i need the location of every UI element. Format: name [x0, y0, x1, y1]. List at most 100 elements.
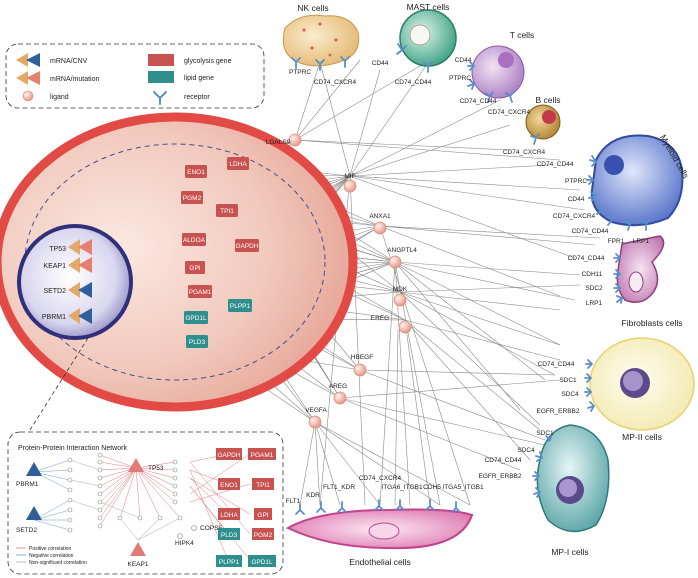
- ppi-gene-eno1[interactable]: ENO1: [218, 478, 240, 490]
- tumor-gene-tp53[interactable]: TP53: [49, 239, 92, 255]
- ppi-label: PBRM1: [16, 481, 39, 488]
- gene-label: LDHA: [229, 161, 247, 168]
- ligand-areg[interactable]: AREG: [329, 383, 347, 405]
- receptor-label: KDR: [306, 492, 320, 499]
- receptor-label: CD44: [455, 57, 472, 64]
- legend-label: ligand: [50, 94, 69, 101]
- ppi-label: PLPP1: [219, 559, 240, 566]
- legend-item-mrna-cnv: mRNA/CNV: [16, 53, 88, 67]
- myeloid-cell[interactable]: Myeloid cells: [590, 133, 691, 227]
- legend-label: glycolysis gene: [184, 58, 232, 65]
- ppi-label: GAPDH: [217, 452, 240, 459]
- endothelial-cell[interactable]: Endothelial cells: [285, 508, 474, 567]
- legend-label: mRNA/CNV: [50, 58, 88, 65]
- ppi-label: COPS5: [200, 525, 222, 532]
- cell-label: MP-I cells: [551, 547, 588, 557]
- ligand-vegfa[interactable]: VEGFA: [305, 407, 327, 429]
- mast-cell[interactable]: MAST cells: [399, 2, 457, 67]
- legend-item-mrna-mutation: mRNA/mutation: [16, 71, 100, 85]
- gene-ldha[interactable]: LDHA: [227, 157, 249, 170]
- ppi-gene-ldha[interactable]: LDHA: [218, 508, 240, 520]
- ppi-gene-tpi1[interactable]: TPI1: [252, 478, 274, 490]
- ppi-node-keap1[interactable]: KEAP1: [128, 542, 149, 568]
- ppi-gene-pgam1[interactable]: PGAM1: [248, 448, 276, 460]
- ppi-legend-label: Negative correlation: [29, 553, 74, 559]
- ppi-gene-pgm2[interactable]: PGM2: [252, 528, 274, 540]
- ppi-edges: [33, 453, 251, 561]
- ligand-label: AREG: [329, 383, 347, 390]
- mp2-cell[interactable]: MP-II cells: [589, 337, 695, 442]
- receptor-label: CD74_CD44: [568, 255, 605, 262]
- gene-label: PGAM1: [189, 289, 212, 296]
- gene-pgm2[interactable]: PGM2: [181, 191, 203, 204]
- gene-label: GAPDH: [235, 243, 258, 250]
- ppi-node-setd2[interactable]: SETD2: [16, 506, 42, 534]
- ppi-gene-gpi[interactable]: GPI: [254, 508, 272, 520]
- ppi-node-hipk4[interactable]: HIPK4: [175, 533, 194, 548]
- receptor-label: PTPRC: [565, 178, 587, 185]
- mp1-cell[interactable]: MP-I cells: [536, 424, 610, 557]
- nk-cell[interactable]: NK cells: [282, 3, 360, 67]
- legend-item-lipid: lipid gene: [148, 71, 214, 83]
- ligand-label: MIF: [344, 173, 355, 180]
- cell-label: MP-II cells: [622, 432, 662, 442]
- tumor-gene-keap1[interactable]: KEAP1: [43, 257, 92, 273]
- ligand-mdk[interactable]: MDK: [393, 286, 408, 307]
- ppi-node-cops5[interactable]: COPS5: [191, 525, 223, 532]
- gene-label: ENO1: [187, 169, 205, 176]
- ligand-label: MDK: [393, 286, 408, 293]
- ppi-label: PLD3: [221, 532, 238, 539]
- gene-label: PLPP1: [230, 303, 251, 310]
- receptor-label: CD74_CD44: [395, 79, 432, 86]
- receptor-label: SDC1: [536, 430, 554, 437]
- gene-eno1[interactable]: ENO1: [185, 165, 207, 178]
- gene-gpi[interactable]: GPI: [185, 261, 205, 274]
- receptor-label: EGFR_ERBB2: [537, 408, 580, 415]
- receptor-label: CD74_CD44: [537, 161, 574, 168]
- gene-aldoa[interactable]: ALDOA: [182, 233, 206, 246]
- gene-plpp1[interactable]: PLPP1: [228, 299, 252, 312]
- ligand-anxa1[interactable]: ANXA1: [369, 213, 391, 235]
- ligand-angptl4[interactable]: ANGPTL4: [387, 247, 417, 269]
- ppi-gene-pld3[interactable]: PLD3: [218, 528, 240, 540]
- ppi-gene-gpd1l[interactable]: GPD1L: [248, 555, 276, 567]
- ppi-minor-nodes: [67, 452, 183, 533]
- ppi-label: ENO1: [220, 482, 238, 489]
- ppi-gene-plpp1[interactable]: PLPP1: [216, 555, 242, 567]
- ppi-node-tp53[interactable]: TP53: [128, 458, 164, 472]
- ligand-hbegf[interactable]: HBEGF: [351, 354, 373, 377]
- cell-label: Fibroblasts cells: [622, 318, 683, 328]
- receptor-label: FLT1_KDR: [323, 484, 355, 491]
- ppi-gene-gapdh[interactable]: GAPDH: [216, 448, 242, 460]
- tumor-gene-pbrm1[interactable]: PBRM1: [42, 308, 92, 324]
- gene-gapdh[interactable]: GAPDH: [235, 239, 259, 252]
- gene-pld3[interactable]: PLD3: [186, 335, 208, 348]
- receptor-label: LRP1: [633, 238, 650, 245]
- ppi-label: PGM2: [254, 532, 273, 539]
- tumor-gene-setd2[interactable]: SETD2: [43, 282, 92, 298]
- b-cell[interactable]: B cells: [525, 95, 561, 140]
- gene-tpi1[interactable]: TPI1: [216, 204, 238, 217]
- gene-label: KEAP1: [43, 263, 66, 270]
- ppi-label: PGAM1: [251, 452, 274, 459]
- gene-gpd1l[interactable]: GPD1L: [184, 311, 208, 324]
- receptor-label: SDC1: [559, 377, 577, 384]
- cell-label: B cells: [535, 95, 560, 105]
- ligand-ereg[interactable]: EREG: [371, 315, 412, 334]
- receptor-label: FPR1: [608, 238, 625, 245]
- ppi-label: SETD2: [16, 527, 37, 534]
- gene-pgam1[interactable]: PGAM1: [188, 285, 212, 298]
- ligand-label: EREG: [371, 315, 389, 322]
- legend-label: receptor: [184, 94, 210, 101]
- ppi-node-pbrm1[interactable]: PBRM1: [16, 462, 42, 488]
- receptor-label: EGFR_ERBB2: [479, 473, 522, 480]
- ligand-mif[interactable]: MIF: [343, 173, 357, 193]
- t-cell[interactable]: T cells: [471, 30, 534, 99]
- cell-label: T cells: [510, 30, 534, 40]
- ligand-label: LGALS9: [266, 139, 291, 146]
- gene-label: TP53: [49, 246, 66, 253]
- receptor-label: CD74_CXCR4: [553, 213, 596, 220]
- ligand-lgals9[interactable]: LGALS9: [266, 133, 302, 147]
- fibroblast-cell[interactable]: Fibroblasts cells: [616, 235, 683, 328]
